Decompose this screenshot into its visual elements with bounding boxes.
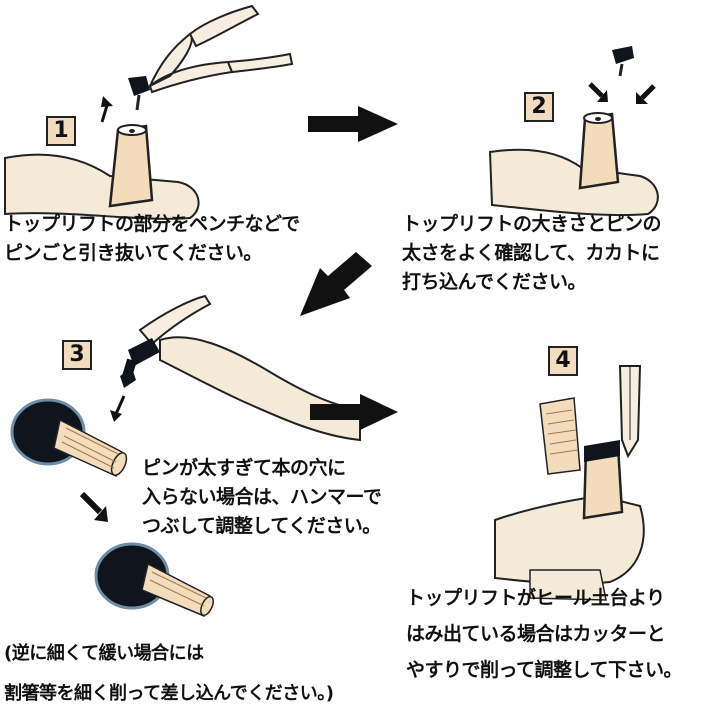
step-3-line-2: 入らない場合は、ハンマーで — [142, 486, 382, 508]
step-3-line-1: ピンが太すぎて本の穴に — [142, 457, 346, 479]
top-lift-1 — [128, 76, 150, 96]
step2-illustration — [488, 46, 659, 217]
note-caption: (逆に細くて緩い場合には 割箸等を細く削って差し込んでください。) — [4, 634, 334, 714]
step-4-caption: トップリフトがヒール土台より はみ出ている場合はカッターと やすりで削って調整し… — [406, 580, 682, 688]
arrow-step2-to-3 — [300, 252, 372, 316]
pliers-handle — [188, 4, 294, 74]
insert-arrow-left — [588, 82, 604, 98]
diag-arrow-3 — [79, 491, 103, 515]
step-4-number: 4 — [548, 346, 578, 376]
down-arrow-3 — [114, 395, 126, 415]
note-line-1: (逆に細くて緩い場合には — [4, 643, 204, 664]
heel-2 — [578, 112, 620, 190]
flow-arrows — [300, 106, 398, 430]
step-2-caption: トップリフトの大きさとピンの 太さをよく確認して、カカトに 打ち込んでください。 — [402, 210, 662, 297]
hand-2 — [488, 148, 659, 217]
arrow-step1-to-2 — [308, 106, 398, 142]
step-3-caption: ピンが太すぎて本の穴に 入らない場合は、ハンマーで つぶして調整してください。 — [142, 454, 382, 541]
step-1-number: 1 — [46, 116, 76, 146]
hand-1 — [4, 153, 200, 220]
step1-illustration — [4, 4, 294, 220]
step-2-line-1: トップリフトの大きさとピンの — [402, 213, 662, 235]
step4-illustration — [494, 365, 645, 601]
top-lift-2 — [612, 46, 634, 64]
step-2-line-3: 打ち込んでください。 — [402, 271, 587, 293]
insert-arrow-right — [640, 84, 656, 100]
step-3-line-3: つぶして調整してください。 — [142, 515, 381, 537]
note-line-2: 割箸等を細く削って差し込んでください。) — [4, 683, 334, 704]
hammer-handle — [138, 294, 212, 346]
shoe-sole-4 — [529, 569, 607, 601]
step-2-line-2: 太さをよく確認して、カカトに — [402, 242, 660, 264]
pliers-jaw — [147, 32, 234, 94]
step-1-caption: トップリフトの部分をペンチなどで ピンごと引き抜いてください。 — [4, 210, 300, 268]
step-2-number: 2 — [524, 92, 554, 122]
step-4-line-1: トップリフトがヒール土台より — [406, 587, 665, 609]
top-lift-4 — [584, 440, 620, 462]
arrow-step3-to-4 — [310, 394, 398, 430]
step-4-line-3: やすりで削って調整して下さい。 — [406, 659, 682, 681]
hand-3 — [159, 336, 361, 442]
file-tool — [539, 397, 581, 475]
heel-1 — [108, 124, 154, 208]
step-3-number: 3 — [62, 340, 92, 370]
step-4-line-2: はみ出ている場合はカッターと — [406, 623, 666, 645]
step-1-line-2: ピンごと引き抜いてください。 — [4, 242, 262, 264]
step-1-line-1: トップリフトの部分をペンチなどで — [4, 213, 300, 235]
